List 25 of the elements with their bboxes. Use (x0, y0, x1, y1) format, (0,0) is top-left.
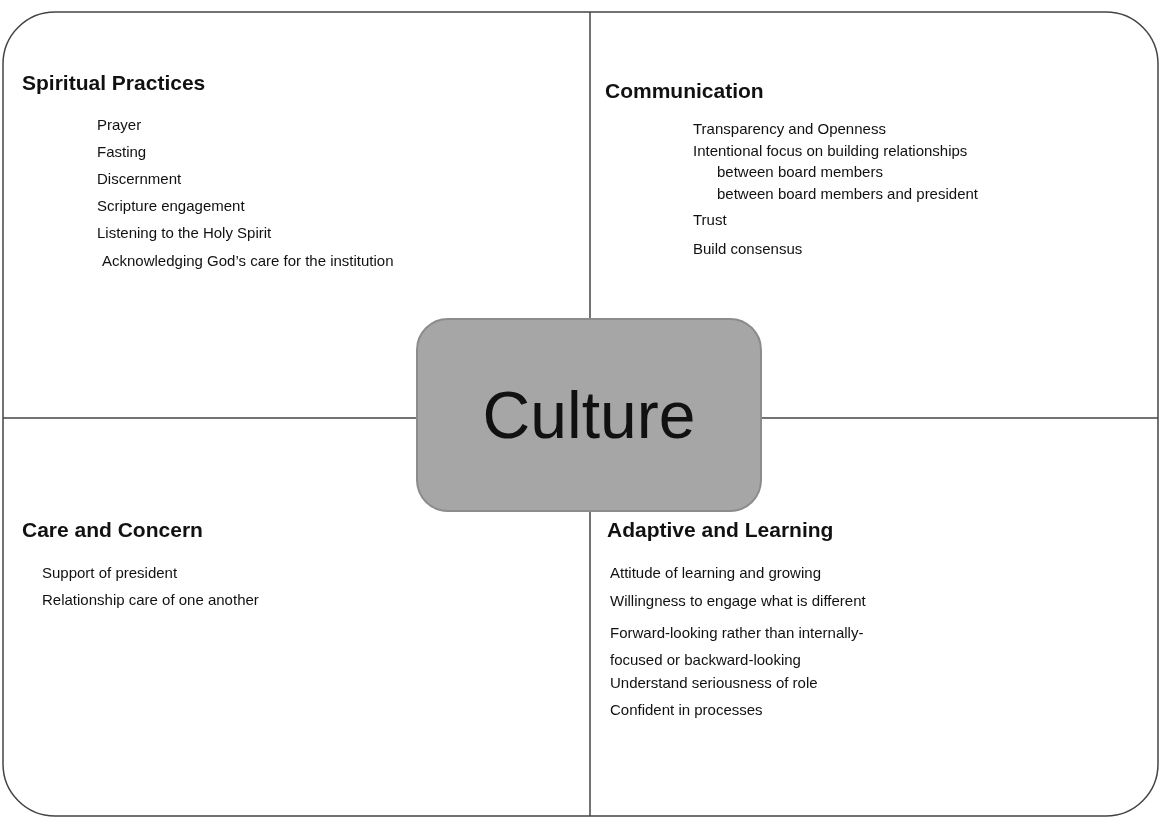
list-item: Discernment (97, 170, 182, 188)
section-heading: Adaptive and Learning (607, 517, 834, 543)
list-item: Scripture engagement (97, 197, 245, 215)
list-item: Prayer (97, 116, 142, 134)
list-item: Listening to the Holy Spirit (97, 224, 272, 242)
list-item: Understand seriousness of role (610, 674, 818, 692)
section-heading: Spiritual Practices (22, 70, 206, 96)
list-item: Support of president (42, 564, 178, 582)
list-item: between board members and president (717, 185, 978, 203)
section-heading: Communication (605, 78, 764, 104)
list-item: Confident in processes (610, 701, 763, 719)
list-item: Build consensus (693, 240, 803, 258)
list-item: Forward-looking rather than internally- focused or backward-looking (610, 623, 865, 670)
list-item: between board members (717, 163, 883, 181)
center-box (416, 318, 762, 512)
list-item: Fasting (97, 143, 147, 161)
list-item: Intentional focus on building relationships (693, 142, 968, 160)
list-item: Trust (693, 211, 727, 229)
center-title: Culture (482, 377, 696, 453)
section-heading: Care and Concern (22, 517, 203, 543)
list-item: Willingness to engage what is different (610, 592, 866, 610)
list-item: Attitude of learning and growing (610, 564, 821, 582)
list-item: Relationship care of one another (42, 591, 259, 609)
list-item: Transparency and Openness (693, 120, 886, 138)
list-item: Acknowledging God’s care for the institution (102, 252, 394, 270)
